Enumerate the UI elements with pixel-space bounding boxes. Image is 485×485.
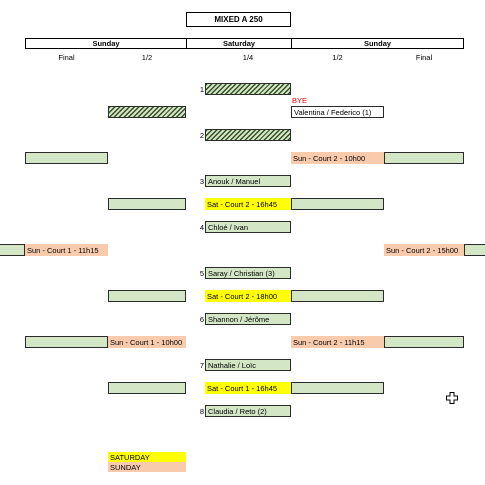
bracket-cell: [25, 152, 108, 164]
bracket-cell: [25, 336, 108, 348]
draw-number: 3: [199, 176, 204, 186]
legend-sunday: SUNDAY: [108, 462, 186, 472]
match-schedule: Sun - Court 2 - 10h00: [291, 152, 384, 164]
day-header-left: Sunday: [25, 38, 187, 49]
team-entry: Shannon / Jérôme: [205, 313, 291, 325]
draw-number: 1: [199, 84, 204, 94]
draw-number: 6: [199, 314, 204, 324]
seed-1-team: Valentina / Federico (1): [291, 106, 384, 118]
draw-number: 5: [199, 268, 204, 278]
round-left-half: 1/2: [141, 52, 153, 62]
bracket-cell: [108, 382, 186, 394]
team-entry: Anouk / Manuel: [205, 175, 291, 187]
legend-saturday: SATURDAY: [108, 452, 186, 462]
bracket-cell: [291, 290, 384, 302]
day-header-center: Saturday: [186, 38, 292, 49]
draw-number: 2: [199, 130, 204, 140]
crosshair-cursor-icon: [446, 392, 458, 404]
match-schedule: Sun - Court 1 - 11h15: [25, 244, 108, 256]
draw-number: 7: [199, 360, 204, 370]
match-schedule: Sun - Court 1 - 10h00: [108, 336, 186, 348]
round-right-final: Final: [415, 52, 433, 62]
bracket-cell: [464, 244, 485, 256]
match-schedule: Sat - Court 1 - 16h45: [205, 382, 291, 394]
match-schedule: Sun - Court 2 - 15h00: [384, 244, 464, 256]
draw-title: MIXED A 250: [186, 12, 291, 27]
round-right-half: 1/2: [332, 52, 343, 62]
round-left-final: Final: [58, 52, 75, 62]
bracket-cell: [0, 244, 25, 256]
empty-slot-half-1: [108, 106, 186, 118]
team-entry: Nathalie / Loïc: [205, 359, 291, 371]
match-schedule: Sat - Court 2 - 18h00: [205, 290, 291, 302]
empty-slot-1: [205, 83, 291, 95]
bracket-cell: [384, 152, 464, 164]
bracket-cell: [291, 198, 384, 210]
match-schedule: Sun - Court 2 - 11h15: [291, 336, 384, 348]
bracket-cell: [108, 290, 186, 302]
team-entry: Claudia / Reto (2): [205, 405, 291, 417]
bye-label: BYE: [292, 96, 308, 105]
bracket-cell: [108, 198, 186, 210]
draw-number: 4: [199, 222, 204, 232]
round-quarter: 1/4: [242, 52, 254, 62]
draw-number: 8: [199, 406, 204, 416]
bracket-cell: [291, 382, 384, 394]
bracket-cell: [384, 336, 464, 348]
day-header-right: Sunday: [291, 38, 464, 49]
empty-slot-2: [205, 129, 291, 141]
match-schedule: Sat - Court 2 - 16h45: [205, 198, 291, 210]
team-entry: Saray / Christian (3): [205, 267, 291, 279]
team-entry: Chloé / Ivan: [205, 221, 291, 233]
